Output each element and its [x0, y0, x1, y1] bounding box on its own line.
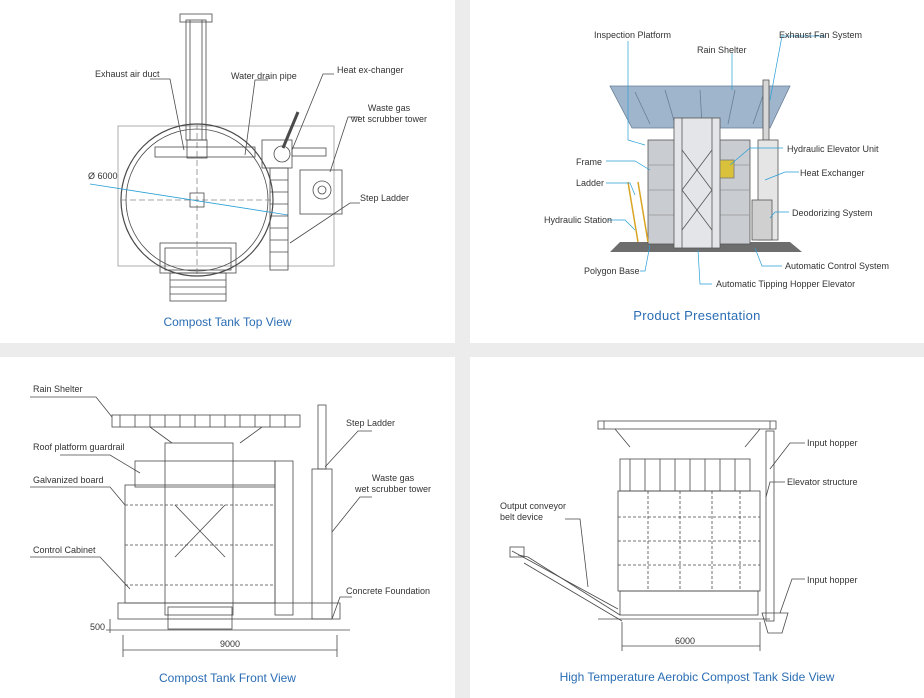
label-waste-gas-line1: Waste gas	[367, 103, 411, 113]
caption-product-presentation: Product Presentation	[633, 308, 761, 323]
caption-front-view: Compost Tank Front View	[159, 671, 296, 685]
label-hydraulic-station: Hydraulic Station	[544, 215, 613, 225]
label-input-hopper-bottom: Input hopper	[807, 575, 858, 585]
caption-top-view: Compost Tank Top View	[163, 315, 292, 329]
label-automatic-tipping-hopper: Automatic Tipping Hopper Elevator	[716, 279, 856, 289]
label-waste-gas-line1: Waste gas	[371, 473, 415, 483]
label-elevator-structure: Elevator structure	[787, 477, 858, 487]
label-output-conveyor-line1: Output conveyor	[500, 501, 567, 511]
dim-width: 6000	[675, 636, 696, 646]
panel-product: Inspection Platform Rain Shelter Exhaust…	[470, 0, 924, 343]
label-waste-gas-line2: wet scrubber tower	[350, 114, 428, 124]
label-waste-gas-line2: wet scrubber tower	[354, 484, 432, 494]
label-exhaust-air-duct: Exhaust air duct	[95, 69, 160, 79]
front-view-drawing	[30, 396, 372, 657]
label-rain-shelter: Rain Shelter	[33, 384, 83, 394]
top-view-drawing	[89, 13, 360, 302]
label-frame: Frame	[576, 157, 603, 167]
label-hydraulic-elevator-unit: Hydraulic Elevator Unit	[787, 144, 879, 154]
label-step-ladder: Step Ladder	[346, 418, 396, 428]
label-step-ladder: Step Ladder	[360, 193, 410, 203]
side-view-drawing	[509, 420, 805, 651]
dim-height: 500	[90, 622, 106, 632]
product-drawing	[606, 35, 826, 285]
label-heat-exchanger: Heat ex-changer	[337, 65, 404, 75]
label-inspection-platform: Inspection Platform	[594, 30, 672, 40]
label-rain-shelter: Rain Shelter	[697, 45, 747, 55]
label-output-conveyor-line2: belt device	[500, 512, 544, 522]
label-galvanized-board: Galvanized board	[33, 475, 104, 485]
caption-side-view: High Temperature Aerobic Compost Tank Si…	[559, 670, 835, 684]
label-diameter: Ø 6000	[88, 171, 118, 181]
label-heat-exchanger: Heat Exchanger	[800, 168, 865, 178]
label-roof-guardrail: Roof platform guardrail	[33, 442, 125, 452]
dim-width: 9000	[220, 639, 241, 649]
label-water-drain-pipe: Water drain pipe	[231, 71, 297, 81]
label-deodorizing-system: Deodorizing System	[792, 208, 873, 218]
label-concrete-foundation: Concrete Foundation	[346, 586, 431, 596]
label-control-cabinet: Control Cabinet	[33, 545, 96, 555]
label-ladder: Ladder	[576, 178, 605, 188]
label-input-hopper-top: Input hopper	[807, 438, 858, 448]
panel-top-view: Exhaust air duct Water drain pipe Heat e…	[0, 0, 455, 343]
label-polygon-base: Polygon Base	[584, 266, 640, 276]
panel-side-view: Input hopper Elevator structure Output c…	[470, 357, 924, 698]
panel-front-view: Rain Shelter Step Ladder Roof platform g…	[0, 357, 455, 698]
label-automatic-control-system: Automatic Control System	[785, 261, 890, 271]
label-exhaust-fan-system: Exhaust Fan System	[779, 30, 863, 40]
